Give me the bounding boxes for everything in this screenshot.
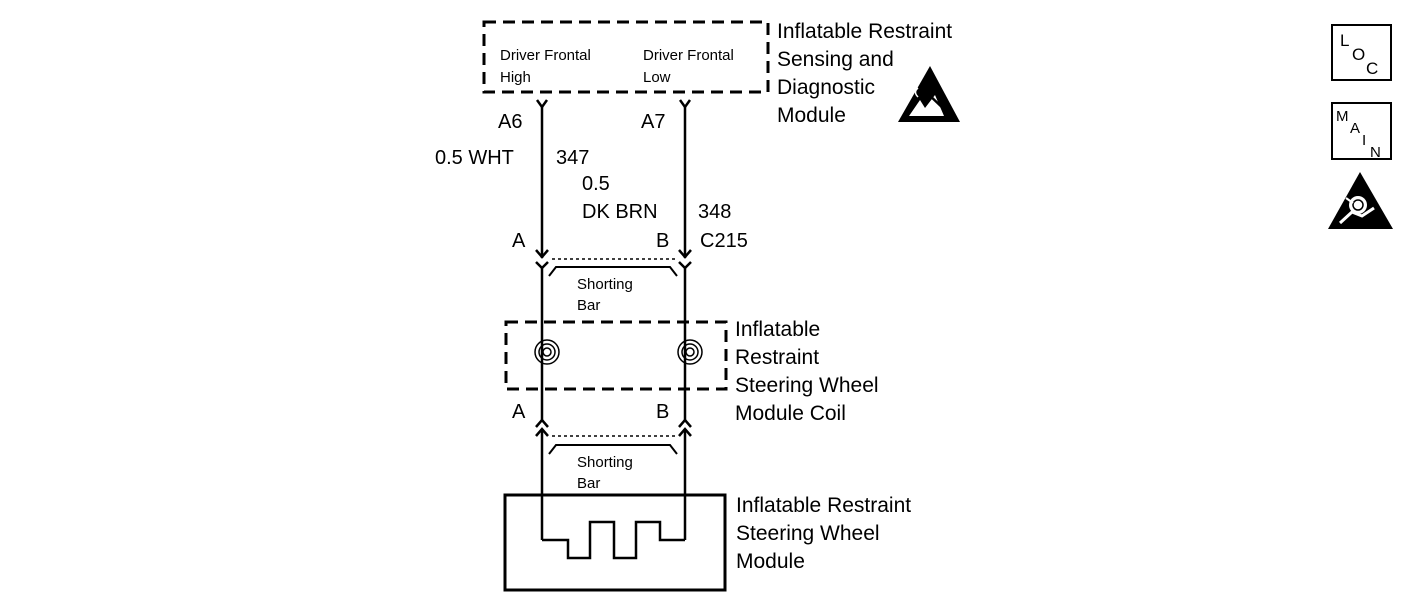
coil-spiral-right-icon [677, 339, 703, 365]
shorting-bar-2-label-1: Shorting [577, 454, 633, 471]
svg-text:M: M [1336, 108, 1349, 125]
wire-left-circuit: 347 [556, 147, 589, 169]
lower-chevron-right-2 [678, 427, 692, 437]
wire-right-circuit: 348 [698, 201, 731, 223]
sdm-chevron-left [535, 99, 549, 110]
svg-text:L: L [1340, 31, 1349, 50]
wire-right-size: 0.5 [582, 173, 610, 195]
shorting-bar-2 [548, 444, 678, 455]
svg-text:O: O [1352, 45, 1365, 64]
svg-text:A: A [1350, 120, 1360, 137]
coil-dashed-box [504, 320, 728, 391]
main-icon[interactable]: M A I N [1331, 102, 1392, 161]
sdm-pin-left-label-2: High [500, 69, 531, 86]
loc-icon[interactable]: L O C [1331, 24, 1392, 81]
c215-chevron-right [678, 261, 692, 270]
shorting-bar-2-label-2: Bar [577, 475, 600, 492]
sdm-pin-a6: A6 [498, 111, 522, 133]
wire-left-size-color: 0.5 WHT [435, 147, 514, 169]
sdm-pin-a7: A7 [641, 111, 665, 133]
svg-text:I: I [1362, 132, 1366, 149]
coil-name-1: Inflatable [735, 318, 820, 341]
coil-spiral-left-icon [534, 339, 560, 365]
shorting-bar-1-label-2: Bar [577, 297, 600, 314]
sdm-chevron-right [678, 99, 692, 110]
sdm-dashed-box [482, 20, 770, 94]
coil-pin-b: B [656, 401, 669, 423]
lower-chevron-left-1 [535, 418, 549, 428]
squib-element [542, 520, 685, 560]
sdm-name-1: Inflatable Restraint [777, 20, 952, 43]
svg-text:C: C [1366, 59, 1378, 78]
airbag-warning-icon [1328, 172, 1393, 229]
steering-module-box [503, 493, 727, 592]
sdm-name-3: Diagnostic [777, 76, 875, 99]
coil-pin-a: A [512, 401, 526, 423]
lower-chevron-right-1 [678, 418, 692, 428]
c215-name: C215 [700, 230, 748, 252]
esd-warning-icon [898, 66, 960, 122]
steering-module-name-3: Module [736, 550, 805, 573]
c215-pin-b: B [656, 230, 669, 252]
shorting-bar-1-label-1: Shorting [577, 276, 633, 293]
sdm-name-2: Sensing and [777, 48, 894, 71]
lower-chevron-left-2 [535, 427, 549, 437]
coil-name-4: Module Coil [735, 402, 846, 425]
steering-module-name-2: Steering Wheel [736, 522, 880, 545]
c215-arrow-left [535, 249, 549, 259]
c215-chevron-left [535, 261, 549, 270]
sdm-pin-right-label-1: Driver Frontal [643, 47, 734, 64]
svg-text:N: N [1370, 144, 1381, 161]
shorting-bar-1 [548, 266, 678, 277]
steering-module-name-1: Inflatable Restraint [736, 494, 911, 517]
c215-pin-a: A [512, 230, 526, 252]
coil-name-2: Restraint [735, 346, 819, 369]
c215-arrow-right [678, 249, 692, 259]
sdm-pin-right-label-2: Low [643, 69, 671, 86]
wire-right-color: DK BRN [582, 201, 658, 223]
sdm-name-4: Module [777, 104, 846, 127]
coil-name-3: Steering Wheel [735, 374, 879, 397]
sdm-pin-left-label-1: Driver Frontal [500, 47, 591, 64]
